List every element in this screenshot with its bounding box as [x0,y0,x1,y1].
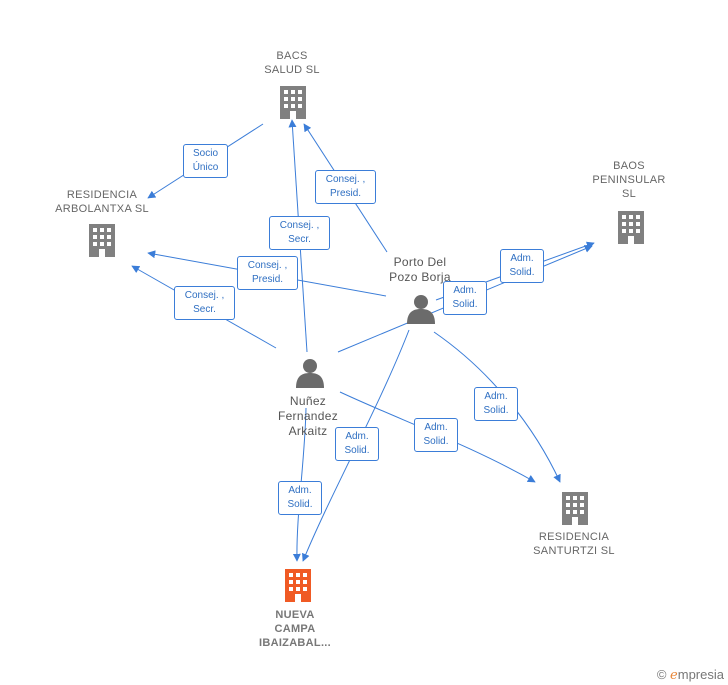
node-label-line: BACS [276,50,308,62]
node-label-line: NUEVA [275,609,315,621]
edge-label-line: Solid. [344,445,370,456]
node-label-line: Fernandez [277,409,339,423]
brand-name: mpresia [677,667,724,682]
edge-label-line: Adm. [288,485,312,496]
node-baos-peninsular[interactable]: BAOS PENINSULAR SL [584,159,674,201]
edge-label-socio-unico[interactable]: Socio Único [183,144,228,178]
node-label-line: IBAIZABAL... [258,637,332,649]
edge-label-line: Solid. [287,499,313,510]
edge-label-line: Adm. [453,285,477,296]
building-icon [285,569,311,602]
node-label-line: Nuñez [289,394,327,408]
edge-label-line: Adm. [345,431,369,442]
edge-label-line: Solid. [509,267,535,278]
edge-label-adm-solid[interactable]: Adm. Solid. [500,249,544,283]
node-label-line: Porto Del [393,255,447,269]
edge-label-line: Presid. [251,274,284,285]
empresia-watermark: © empresia [657,667,724,683]
edge-label-line: Consej. , [247,260,288,271]
node-residencia-santurtzi[interactable]: RESIDENCIA SANTURTZI SL [519,530,629,558]
node-label-line: Arkaitz [288,424,328,438]
node-label-line: RESIDENCIA [66,189,138,201]
edge-label-line: Adm. [510,253,534,264]
node-nueva-campa-ibaizabal[interactable]: NUEVA CAMPA IBAIZABAL... [245,608,345,650]
copyright-icon: © [656,667,667,682]
edge-label-line: Solid. [483,405,509,416]
edge-label-consej-secr[interactable]: Consej. , Secr. [269,216,330,250]
edge-label-consej-secr[interactable]: Consej. , Secr. [174,286,235,320]
node-label-line: RESIDENCIA [538,531,610,543]
edge-label-line: Adm. [424,422,448,433]
edge-label-line: Presid. [329,188,362,199]
node-bacs-salud[interactable]: BACS SALUD SL [242,49,342,77]
edge-label-line: Solid. [452,299,478,310]
node-label-line: SL [621,188,637,200]
building-icon [562,492,588,525]
edge-label-line: Socio [192,148,218,159]
edge-label-line: Consej. , [279,220,320,231]
brand-initial: e [670,668,678,683]
edge-label-adm-solid[interactable]: Adm. Solid. [414,418,458,452]
person-icon [407,295,435,324]
node-label-line: SANTURTZI SL [533,545,615,557]
edge-label-consej-presid[interactable]: Consej. , Presid. [315,170,376,204]
node-label-line: Pozo Borja [389,270,451,284]
node-nunez-fernandez-arkaitz[interactable]: Nuñez Fernandez Arkaitz [258,394,358,439]
edge-label-line: Solid. [423,436,449,447]
node-label-line: BAOS [613,160,645,172]
edge-label-line: Secr. [193,304,216,315]
node-label-line: SALUD SL [264,64,320,76]
person-icon [296,359,324,388]
node-label-line: ARBOLANTXA SL [55,203,149,215]
building-icon [280,86,306,119]
building-icon [618,211,644,244]
node-residencia-arbolantxa[interactable]: RESIDENCIA ARBOLANTXA SL [42,188,162,216]
edge-label-line: Consej. , [325,174,366,185]
node-porto-del-pozo-borja[interactable]: Porto Del Pozo Borja [370,255,470,285]
node-label-line: CAMPA [274,623,316,635]
edge-label-adm-solid[interactable]: Adm. Solid. [335,427,379,461]
building-icon [89,224,115,257]
edge-label-line: Consej. , [184,290,225,301]
edge-label-adm-solid[interactable]: Adm. Solid. [443,281,487,315]
edge-label-line: Adm. [484,391,508,402]
edge-label-adm-solid[interactable]: Adm. Solid. [474,387,518,421]
edge-label-line: Secr. [288,234,311,245]
edge-label-adm-solid[interactable]: Adm. Solid. [278,481,322,515]
edge-label-line: Único [192,162,219,173]
edge-label-consej-presid[interactable]: Consej. , Presid. [237,256,298,290]
node-label-line: PENINSULAR [592,174,666,186]
